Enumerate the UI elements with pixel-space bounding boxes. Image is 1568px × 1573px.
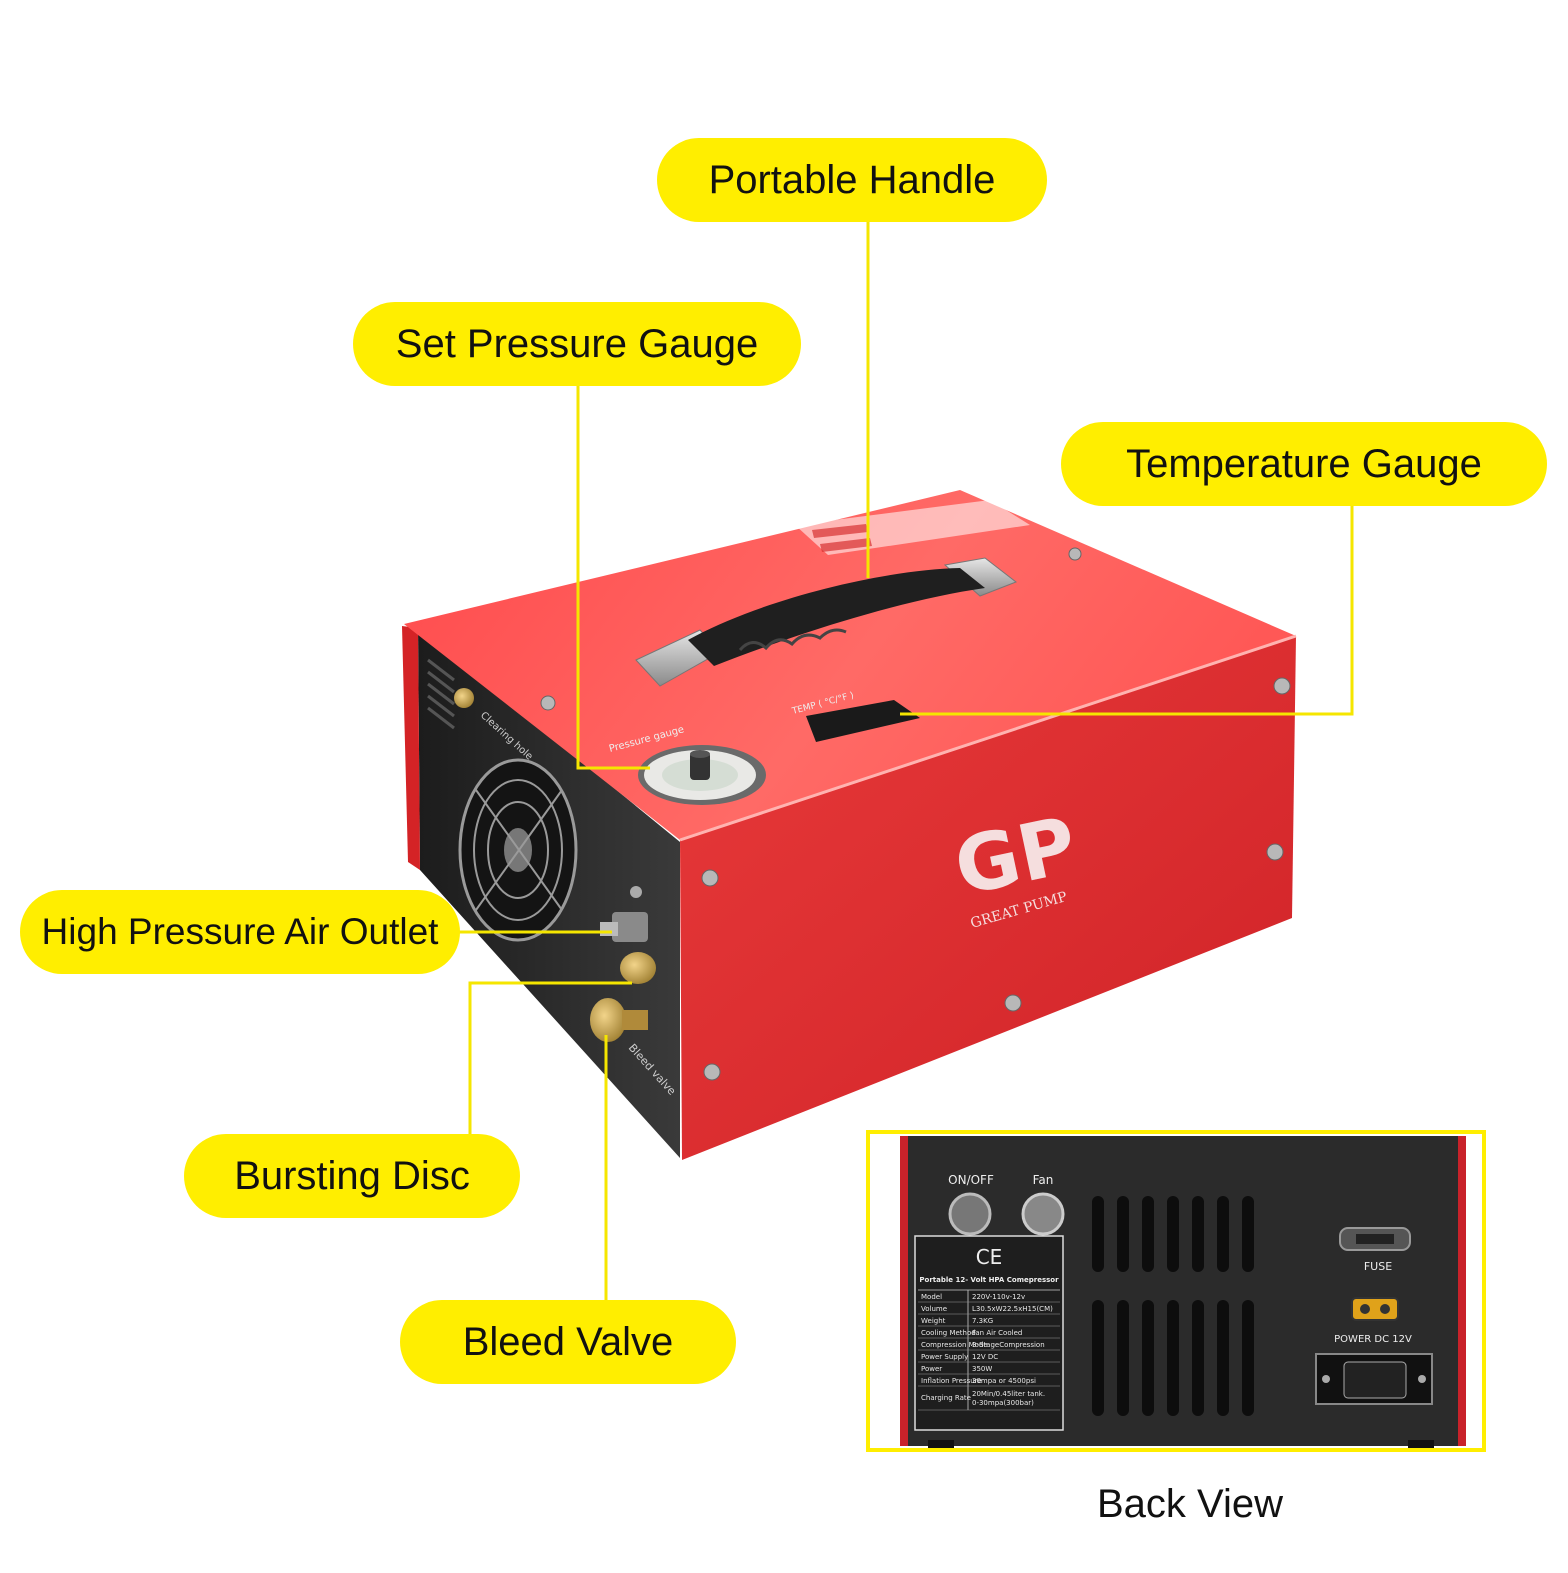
portable-handle — [635, 557, 1018, 687]
callout-bleed-valve: Bleed Valve — [400, 1300, 736, 1384]
spec-key: Power — [921, 1365, 942, 1373]
fan-label: Fan — [1033, 1173, 1054, 1187]
spec-key: Charging Rate — [921, 1394, 971, 1402]
warning-sticker — [795, 500, 1030, 555]
spec-value: 12V DC — [972, 1353, 998, 1361]
on-off-switch — [948, 1192, 992, 1236]
cooling-fan — [458, 758, 578, 942]
spec-key: Cooling Method — [921, 1329, 976, 1337]
spec-plate: CE Portable 12- Volt HPA Comepressor Mod… — [914, 1235, 1064, 1431]
spec-key: Weight — [921, 1317, 946, 1325]
spec-value: 7.3KG — [972, 1317, 993, 1325]
screws — [540, 547, 1291, 1081]
spec-value: L30.5xW22.5xH15(CM) — [972, 1305, 1053, 1313]
spec-value: 3-StageCompression — [972, 1341, 1045, 1349]
callout-temperature-gauge: Temperature Gauge — [1061, 422, 1547, 506]
callout-high-pressure-air-outlet: High Pressure Air Outlet — [20, 890, 460, 974]
ce-mark: CE — [976, 1245, 1003, 1269]
compressor-top-panel — [404, 490, 1296, 840]
spec-key: Power Supply — [921, 1353, 968, 1361]
dc-connector — [1351, 1297, 1399, 1321]
side-vent-slots — [427, 658, 455, 730]
fan-switch — [1021, 1192, 1065, 1236]
spec-key: Model — [921, 1293, 942, 1301]
fuse-label: FUSE — [1364, 1260, 1392, 1273]
bursting-disc-fitting — [620, 952, 656, 984]
on-off-label: ON/OFF — [948, 1173, 994, 1187]
spec-key: Volume — [921, 1305, 947, 1313]
back-vent-slots — [1092, 1196, 1254, 1416]
spec-value: 30mpa or 4500psi — [972, 1377, 1036, 1385]
leader-lines — [455, 220, 1354, 1300]
back-view-inset: ON/OFF Fan FUSE POWER DC 12V — [866, 1130, 1486, 1452]
callout-portable-handle: Portable Handle — [657, 138, 1047, 222]
clearing-hole-fitting — [454, 688, 474, 708]
spec-value: 220V-110v-12v — [972, 1293, 1025, 1301]
callout-set-pressure-gauge: Set Pressure Gauge — [353, 302, 801, 386]
spec-key: Inflation Pressure — [921, 1377, 982, 1385]
back-view-caption: Back View — [1096, 1482, 1283, 1526]
compressor-front-panel — [680, 636, 1296, 1160]
compressor-side-rim — [402, 626, 420, 870]
spec-value: 0-30mpa(300bar) — [972, 1399, 1034, 1407]
spec-value: 350W — [972, 1365, 992, 1373]
bleed-valve-knob — [590, 998, 648, 1042]
callout-bursting-disc: Bursting Disc — [184, 1134, 520, 1218]
spec-value: Fan Air Cooled — [972, 1329, 1022, 1337]
power-label: POWER DC 12V — [1334, 1334, 1412, 1345]
pressure-gauge: Pressure gauge — [608, 724, 766, 805]
spec-value: 20Min/0.45liter tank. — [972, 1390, 1045, 1398]
spec-key: Compression Mode — [921, 1341, 988, 1349]
spec-title: Portable 12- Volt HPA Comepressor — [919, 1276, 1059, 1284]
